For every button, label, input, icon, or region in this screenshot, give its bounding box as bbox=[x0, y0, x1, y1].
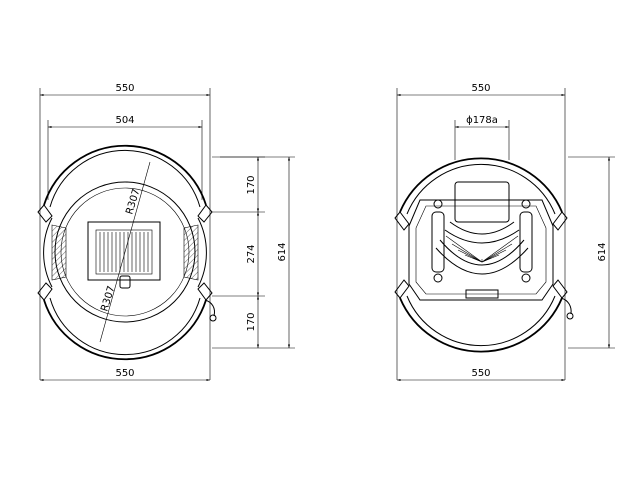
top-view-segment-upper-label: 170 bbox=[246, 175, 257, 194]
front-view-flue-diameter-label: ϕ178a bbox=[466, 115, 498, 126]
front-view-width-top-label: 550 bbox=[471, 83, 490, 94]
top-view: 550 504 550 bbox=[37, 83, 295, 382]
top-view-radius-lower-label: R307 bbox=[99, 285, 117, 313]
top-view-width-bottom-label: 550 bbox=[115, 368, 134, 379]
top-view-radius-upper-label: R307 bbox=[124, 188, 142, 216]
top-view-width-top-label: 550 bbox=[115, 83, 134, 94]
front-view-width-bottom-label: 550 bbox=[471, 368, 490, 379]
top-view-inner-width-label: 504 bbox=[115, 115, 134, 126]
top-view-segment-middle-label: 274 bbox=[246, 244, 257, 263]
grate-bars bbox=[99, 232, 149, 272]
front-view: 550 ϕ178a 550 bbox=[394, 83, 615, 382]
top-view-height-label: 614 bbox=[277, 242, 288, 261]
front-view-height-label: 614 bbox=[597, 242, 608, 261]
top-view-segment-lower-label: 170 bbox=[246, 312, 257, 331]
radial-fins bbox=[435, 235, 529, 275]
